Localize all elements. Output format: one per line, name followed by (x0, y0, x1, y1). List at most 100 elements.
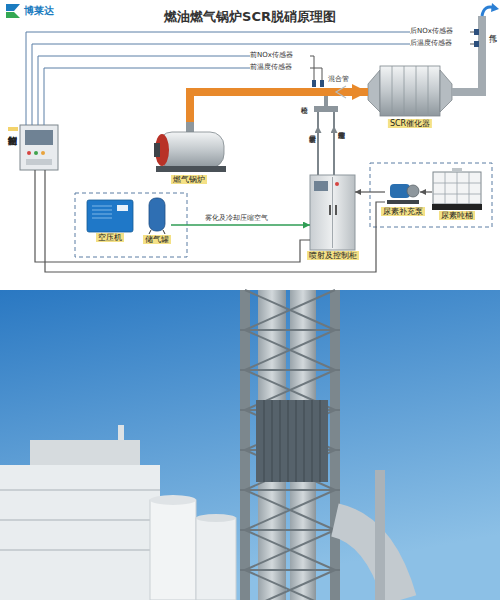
pipe (375, 470, 385, 600)
nox-sensor-symbol (474, 29, 479, 35)
tote-box: 尿素吨桶 (432, 170, 482, 210)
pump-head (407, 185, 419, 197)
node-label: 空压机 (96, 233, 124, 242)
signal-wire (26, 32, 410, 125)
silo-top (196, 514, 236, 522)
node-label: 后NOx传感器 (410, 27, 453, 35)
cabinet-door-line (332, 177, 333, 248)
control-box (20, 125, 58, 170)
control-button (34, 151, 38, 155)
cabinet-indicator (335, 182, 339, 186)
node-label: 前NOx传感器 (250, 51, 293, 59)
node-label: 后温度传感器 (410, 39, 452, 47)
group-outline (75, 193, 187, 257)
air-tank (149, 198, 165, 231)
control-cabinet (310, 175, 355, 250)
brand-logo-text: 博莱达 (24, 5, 54, 17)
node-label: 控制箱 (8, 127, 18, 131)
control-button (27, 151, 31, 155)
urea-tote (433, 172, 481, 204)
diagram-title: 燃油燃气锅炉SCR脱硝原理图 (0, 8, 500, 26)
tank-box: 储气罐 (143, 198, 171, 234)
sensor-box: 后NOx传感器 (410, 27, 470, 38)
connector-line (171, 224, 310, 226)
pump-base (387, 200, 419, 204)
control-button (41, 151, 45, 155)
sensor-box: 前NOx传感器 (250, 51, 310, 62)
node-label: 尿素吨桶 (439, 211, 475, 220)
sensor-box: 前温度传感器 (250, 63, 310, 74)
cabinet-handle (335, 205, 337, 215)
tank-leg (149, 230, 165, 234)
node-label: 喷射及控制柜 (307, 251, 359, 260)
exhaust-arrowhead (491, 3, 499, 12)
boiler-door (155, 134, 169, 166)
compressor-grille (92, 206, 112, 218)
scr-rib (392, 66, 428, 116)
tower-bracing (240, 290, 340, 600)
lance-box: 喷枪 (300, 98, 342, 126)
connector-line (420, 191, 432, 192)
boiler-box: 燃气锅炉 (150, 122, 228, 174)
boiler-base (156, 166, 226, 172)
cabinet-screen (314, 181, 328, 191)
cabinet-handle (329, 205, 331, 215)
sensor-lead (310, 56, 322, 82)
group-outline (370, 163, 492, 227)
duct (335, 520, 400, 600)
pump-box: 尿素补充泵 (385, 178, 420, 206)
connector-line (45, 170, 385, 272)
scr-outlet (440, 70, 452, 112)
air-compressor (87, 200, 133, 232)
control-panel (26, 159, 52, 165)
catalyst-box: SCR催化器 (368, 62, 452, 118)
tote-cap (452, 168, 462, 172)
tote-pallet (432, 204, 482, 210)
node-label: SCR催化器 (388, 119, 432, 128)
control-box: 控制箱 (20, 125, 58, 170)
scr-body (380, 66, 440, 116)
scr-inlet (368, 70, 380, 112)
mixer-cone (336, 86, 346, 98)
edge-label: 混合管 (328, 75, 349, 83)
panel-stripe (264, 400, 320, 482)
compressor-box: 空压机 (85, 200, 135, 232)
connector-line (35, 170, 310, 262)
lance-body (314, 106, 338, 112)
temperature-sensor-symbol (474, 41, 479, 47)
logo-mark (6, 4, 20, 11)
connector-line (355, 191, 385, 192)
cabinet-box: 喷射及控制柜 (310, 175, 355, 250)
logo-mark (6, 12, 20, 18)
temperature-sensor-symbol (320, 80, 324, 87)
signal-wire (44, 68, 250, 125)
diagram-background (0, 0, 500, 290)
edge-label: 雾化及冷却压缩空气 (205, 214, 268, 222)
silo (150, 500, 196, 600)
node-label: 尿素补充泵 (381, 207, 425, 216)
node-label: 燃气锅炉 (171, 175, 207, 184)
tote-cage (433, 172, 481, 204)
building-stripe (0, 490, 160, 550)
connector-line (317, 126, 319, 175)
control-screen (25, 130, 53, 145)
tower-panel (256, 400, 328, 482)
exhaust-pipe (452, 16, 482, 92)
tower-column (240, 290, 250, 600)
signal-wire (38, 56, 250, 125)
sky (0, 290, 500, 600)
tower-column (330, 290, 340, 600)
lance-inlet (318, 112, 334, 126)
lance-stem (324, 94, 328, 106)
flue-gas-pipe (190, 92, 368, 122)
compressor-panel (117, 205, 128, 211)
node-label: 前温度传感器 (250, 63, 292, 71)
connector-line (333, 126, 335, 175)
burner (154, 143, 160, 157)
node-label: 储气罐 (143, 235, 171, 244)
signal-wire (32, 44, 410, 125)
silo-top (150, 495, 196, 505)
silo (196, 518, 236, 600)
